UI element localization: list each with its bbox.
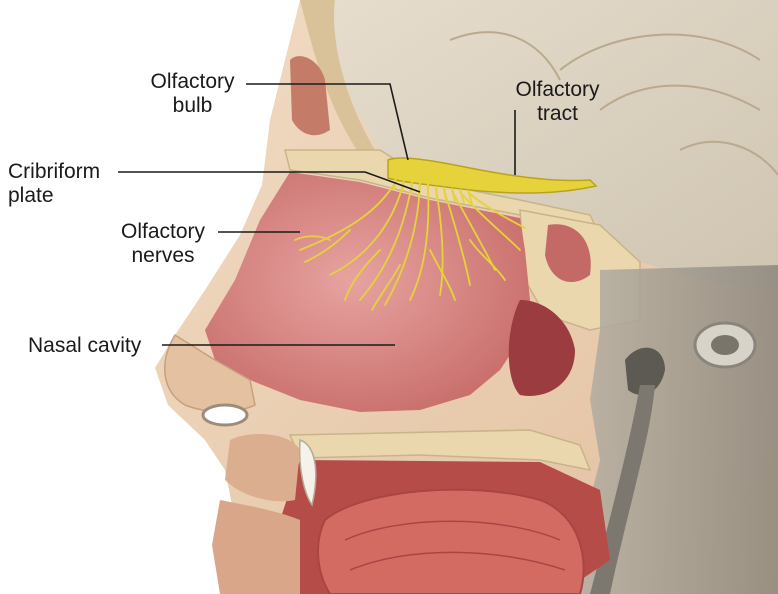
label-nasal-cavity: Nasal cavity [28,334,168,358]
incisor-tooth [298,438,317,507]
label-nasal-cavity-text: Nasal cavity [28,334,142,357]
olfactory-nerve-fibers [294,177,526,311]
upper-lip [225,434,300,502]
brain-region [330,0,778,290]
label-cribriform-plate-line1: Cribriform [8,160,101,183]
label-olfactory-nerves: Olfactory nerves [108,220,218,268]
label-cribriform-plate-line2: plate [8,184,54,207]
hard-palate [288,429,592,472]
label-olfactory-bulb: Olfactory bulb [140,70,245,118]
tongue [317,488,585,594]
label-olfactory-nerves-line1: Olfactory [120,220,206,243]
lower-lip [212,500,300,594]
label-olfactory-tract-line1: Olfactory [515,78,600,101]
eustachian-tube [625,347,665,395]
leader-lines [118,83,516,346]
frontal-sinus [290,56,330,136]
label-olfactory-tract: Olfactory tract [505,78,610,126]
sphenoid-sinus [545,224,591,283]
nostril [201,403,249,427]
nose-external [164,333,256,413]
leader-olfactory-bulb [246,83,409,161]
label-cribriform-plate: Cribriform plate [8,160,118,208]
label-olfactory-bulb-line1: Olfactory [150,70,235,93]
label-olfactory-nerves-line2: nerves [131,244,195,267]
nasopharynx [508,300,575,396]
label-olfactory-tract-line2: tract [537,102,578,125]
frontal-bone [300,0,375,155]
label-olfactory-bulb-line2: bulb [172,94,213,117]
leader-cribriform-plate [118,171,421,193]
